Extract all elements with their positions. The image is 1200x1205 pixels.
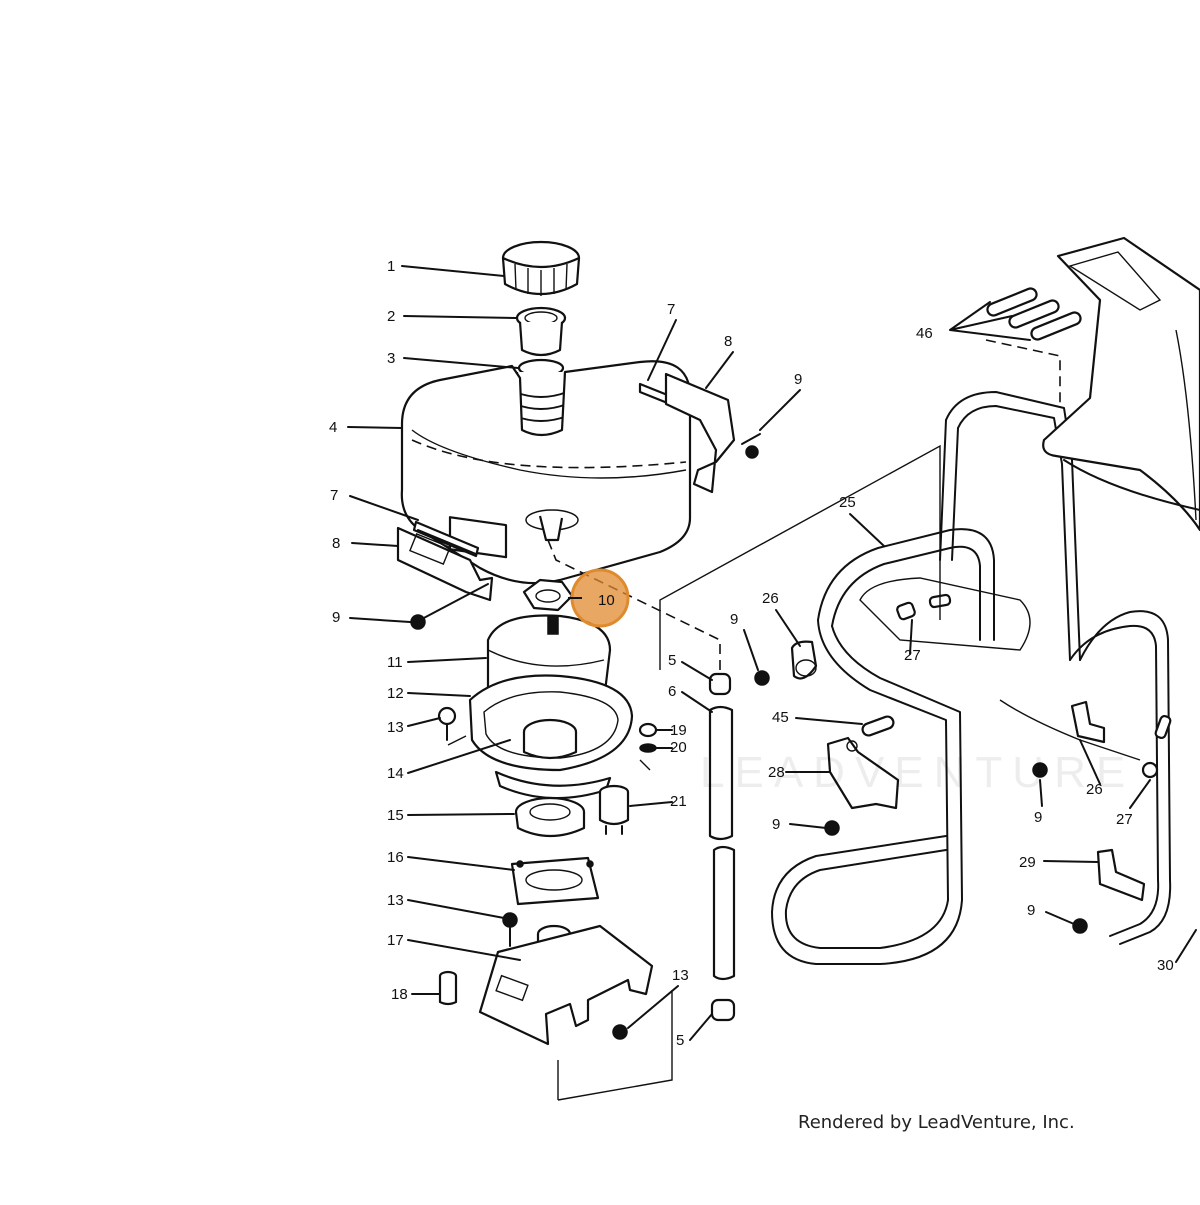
bolt-middle — [502, 912, 518, 947]
nut-small — [638, 722, 658, 753]
fuel-line — [708, 672, 736, 1022]
callout-16[interactable]: 16 — [387, 849, 404, 866]
callout-7[interactable]: 7 — [667, 301, 675, 318]
callout-19[interactable]: 19 — [670, 722, 687, 739]
clamp-right — [1032, 700, 1106, 778]
callout-14[interactable]: 14 — [387, 765, 404, 782]
callout-10[interactable]: 10 — [598, 592, 615, 609]
fuel-valve — [598, 784, 630, 835]
bolt-bottom — [612, 1024, 628, 1040]
callout-labels: 1234789111213141516131718789192021561352… — [329, 258, 1174, 1049]
lower-bracket — [1072, 848, 1146, 934]
base-bracket — [478, 924, 654, 1046]
callout-45[interactable]: 45 — [772, 709, 789, 726]
frame-bracket — [824, 736, 900, 836]
callout-26[interactable]: 26 — [1086, 781, 1103, 798]
callout-9[interactable]: 9 — [730, 611, 738, 628]
callout-9[interactable]: 9 — [1027, 902, 1035, 919]
oil-seal — [514, 796, 586, 838]
callout-17[interactable]: 17 — [387, 932, 404, 949]
callout-7[interactable]: 7 — [330, 487, 338, 504]
callout-13[interactable]: 13 — [387, 719, 404, 736]
callout-13[interactable]: 13 — [672, 967, 689, 984]
callout-28[interactable]: 28 — [768, 764, 785, 781]
assembly-lines — [447, 339, 1061, 1101]
fuel-cap — [501, 240, 581, 296]
callout-13[interactable]: 13 — [387, 892, 404, 909]
callout-27[interactable]: 27 — [904, 647, 921, 664]
leader-lines — [347, 265, 1197, 1041]
callout-8[interactable]: 8 — [724, 333, 732, 350]
watermark: LEADVENTURE — [700, 748, 1136, 797]
callout-12[interactable]: 12 — [387, 685, 404, 702]
callout-15[interactable]: 15 — [387, 807, 404, 824]
springs — [986, 287, 1082, 341]
handle-frame — [771, 391, 1172, 965]
bracket-left — [396, 520, 494, 630]
callout-21[interactable]: 21 — [670, 793, 687, 810]
callout-29[interactable]: 29 — [1019, 854, 1036, 871]
nut — [522, 578, 574, 612]
spacer — [438, 970, 458, 1006]
fitting-lower — [1141, 714, 1172, 779]
callout-27[interactable]: 27 — [1116, 811, 1133, 828]
callout-18[interactable]: 18 — [391, 986, 408, 1003]
callout-25[interactable]: 25 — [839, 494, 856, 511]
callout-1[interactable]: 1 — [387, 258, 395, 275]
callout-11[interactable]: 11 — [387, 654, 403, 671]
callout-5[interactable]: 5 — [668, 652, 676, 669]
clamp-left — [754, 640, 818, 686]
callout-9[interactable]: 9 — [794, 371, 802, 388]
flange — [510, 856, 600, 906]
callout-20[interactable]: 20 — [670, 739, 687, 756]
bracket-right — [638, 372, 761, 494]
callout-9[interactable]: 9 — [772, 816, 780, 833]
callout-8[interactable]: 8 — [332, 535, 340, 552]
carburetor-plate — [494, 718, 612, 800]
callout-3[interactable]: 3 — [387, 350, 395, 367]
callout-26[interactable]: 26 — [762, 590, 779, 607]
callout-4[interactable]: 4 — [329, 419, 337, 436]
upper-housing — [1042, 236, 1200, 532]
callout-9[interactable]: 9 — [332, 609, 340, 626]
credit-text: Rendered by LeadVenture, Inc. — [798, 1112, 1075, 1133]
cap-gasket — [515, 306, 567, 357]
hose-clip — [861, 715, 895, 737]
fitting-upper — [896, 593, 952, 621]
callout-2[interactable]: 2 — [387, 308, 395, 325]
callout-46[interactable]: 46 — [916, 325, 933, 342]
callout-5[interactable]: 5 — [676, 1032, 684, 1049]
bolt-left — [437, 706, 457, 741]
callout-9[interactable]: 9 — [1034, 809, 1042, 826]
callout-6[interactable]: 6 — [668, 683, 676, 700]
callout-30[interactable]: 30 — [1157, 957, 1174, 974]
